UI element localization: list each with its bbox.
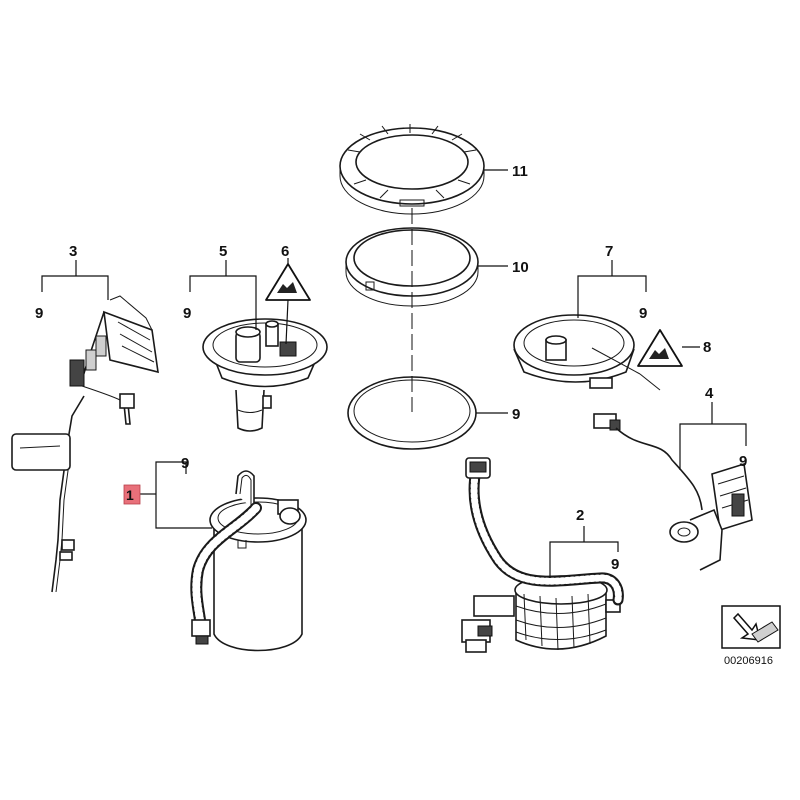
part-level-sensor-left: [11, 295, 159, 593]
part-fuel-filter: [461, 457, 624, 653]
warning-label-left: [265, 263, 311, 345]
callout-7: 7: [605, 243, 613, 260]
part-lock-ring: [339, 124, 485, 215]
part-fuel-pump: [190, 470, 307, 652]
part-level-sensor-right: [593, 413, 753, 571]
callout-10: 10: [512, 259, 529, 276]
leader-lines: [41, 169, 747, 578]
catalog-reference: 00206916: [721, 605, 781, 667]
callout-9-flange-right: 9: [639, 305, 647, 322]
callout-1-highlight: [123, 484, 141, 505]
ramp-icon: [751, 621, 779, 643]
catalog-number: 00206916: [724, 655, 773, 667]
callout-4: 4: [705, 385, 714, 402]
callout-8: 8: [703, 339, 711, 356]
callout-6: 6: [281, 243, 289, 260]
part-flange-right: [513, 314, 661, 391]
callout-labels: 1 2 3 4 5 6 7 8 9 9 9 9 9 9 9 10 11: [35, 163, 747, 573]
callout-5: 5: [219, 243, 227, 260]
callout-1: 1: [126, 487, 134, 503]
callout-9-seal-ring: 9: [512, 406, 520, 423]
callout-9-level-sensor-left: 9: [35, 305, 43, 322]
callout-2: 2: [576, 507, 584, 524]
callout-11: 11: [512, 163, 528, 180]
callout-3: 3: [69, 243, 77, 260]
part-flange-left: [202, 318, 328, 432]
callout-9-flange-left: 9: [183, 305, 191, 322]
callout-9-level-sensor-right: 9: [739, 453, 747, 470]
callout-9-fuel-pump: 9: [181, 455, 189, 472]
callout-9-fuel-filter: 9: [611, 556, 619, 573]
warning-label-right: [637, 329, 683, 367]
